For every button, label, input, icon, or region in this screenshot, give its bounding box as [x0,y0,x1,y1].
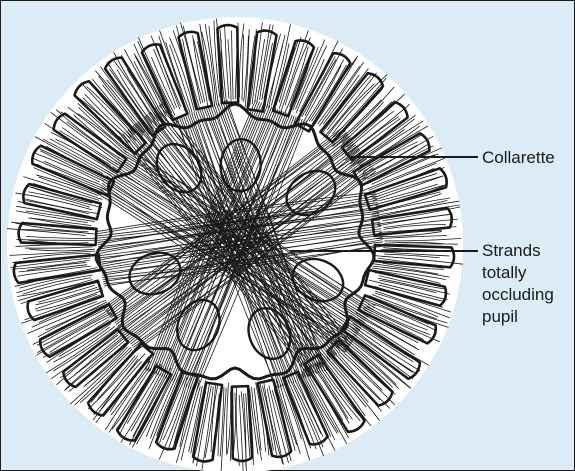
strands-label-line-2: totally [482,263,527,282]
strands-label-line-3: occluding [482,285,554,304]
strands-label-line-4: pupil [482,307,518,326]
iris-illustration [7,17,463,471]
collarette-label: Collarette [482,148,555,167]
strands-label-line-1: Strands [482,241,541,260]
